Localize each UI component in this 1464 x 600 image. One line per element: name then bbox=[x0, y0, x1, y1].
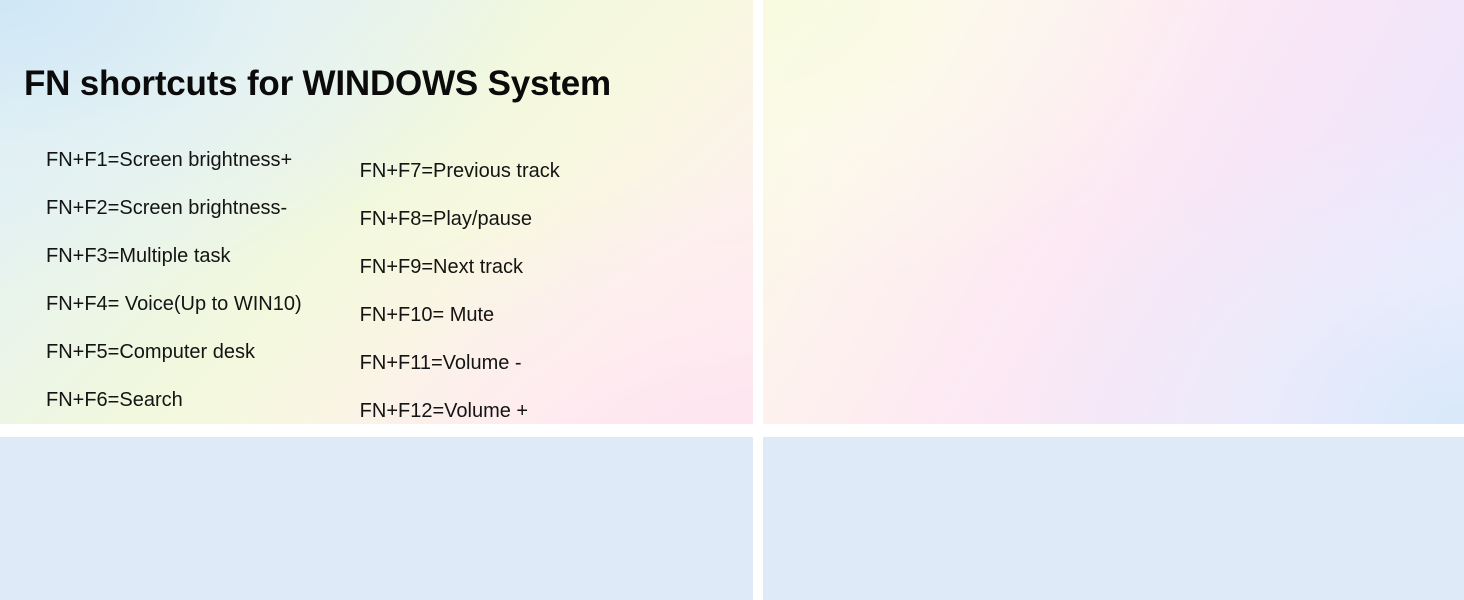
shortcut-item: FN+F3=Multiple task bbox=[46, 245, 231, 267]
windows-panel-title: FN shortcuts for WINDOWS System bbox=[24, 64, 611, 103]
shortcut-item: FN+F11=Volume - bbox=[359, 352, 522, 374]
shortcut-item: FN+F1=Screen brightness+ bbox=[46, 149, 293, 171]
windows-fn-key-grid: FN+F1=Screen brightness+ FN+F2=Screen br… bbox=[46, 136, 560, 424]
shortcut-item: FN+F4= Voice(Up to WIN10) bbox=[46, 293, 302, 315]
mac-shortcuts-panel: FN shortcuts for MAC OS FN+F1=Screen bri… bbox=[763, 0, 1464, 424]
shortcut-item: FN+F2=Screen brightness- bbox=[46, 197, 288, 219]
shortcut-item: FN+F12=Volume + bbox=[359, 400, 529, 422]
windows-fn-column-left: FN+F1=Screen brightness+ FN+F2=Screen br… bbox=[46, 136, 302, 424]
mac-extra-shortcuts-panel: FN+I= HOME FN+O= END FN+P=SCRLK FN+{I= P… bbox=[763, 437, 1464, 600]
shortcut-item: FN+F9=Next track bbox=[359, 256, 524, 278]
shortcut-item: FN+F7=Previous track bbox=[359, 160, 560, 182]
shortcut-item: FN+F6=Search bbox=[46, 389, 183, 411]
shortcut-item: FN+F8=Play/pause bbox=[359, 208, 532, 230]
windows-extra-shortcuts-panel: FN+I= HOME FN+O= END FN+P=SCRLK FN+{I= P… bbox=[0, 437, 753, 600]
horizontal-separator bbox=[0, 424, 1464, 437]
shortcut-item: FN+F10= Mute bbox=[359, 304, 495, 326]
vertical-separator bbox=[753, 0, 763, 600]
shortcut-item: FN+F5=Computer desk bbox=[46, 341, 255, 363]
windows-shortcuts-panel: FN shortcuts for WINDOWS System FN+F1=Sc… bbox=[0, 0, 753, 424]
windows-fn-column-right: FN+F7=Previous track FN+F8=Play/pause FN… bbox=[360, 136, 560, 424]
